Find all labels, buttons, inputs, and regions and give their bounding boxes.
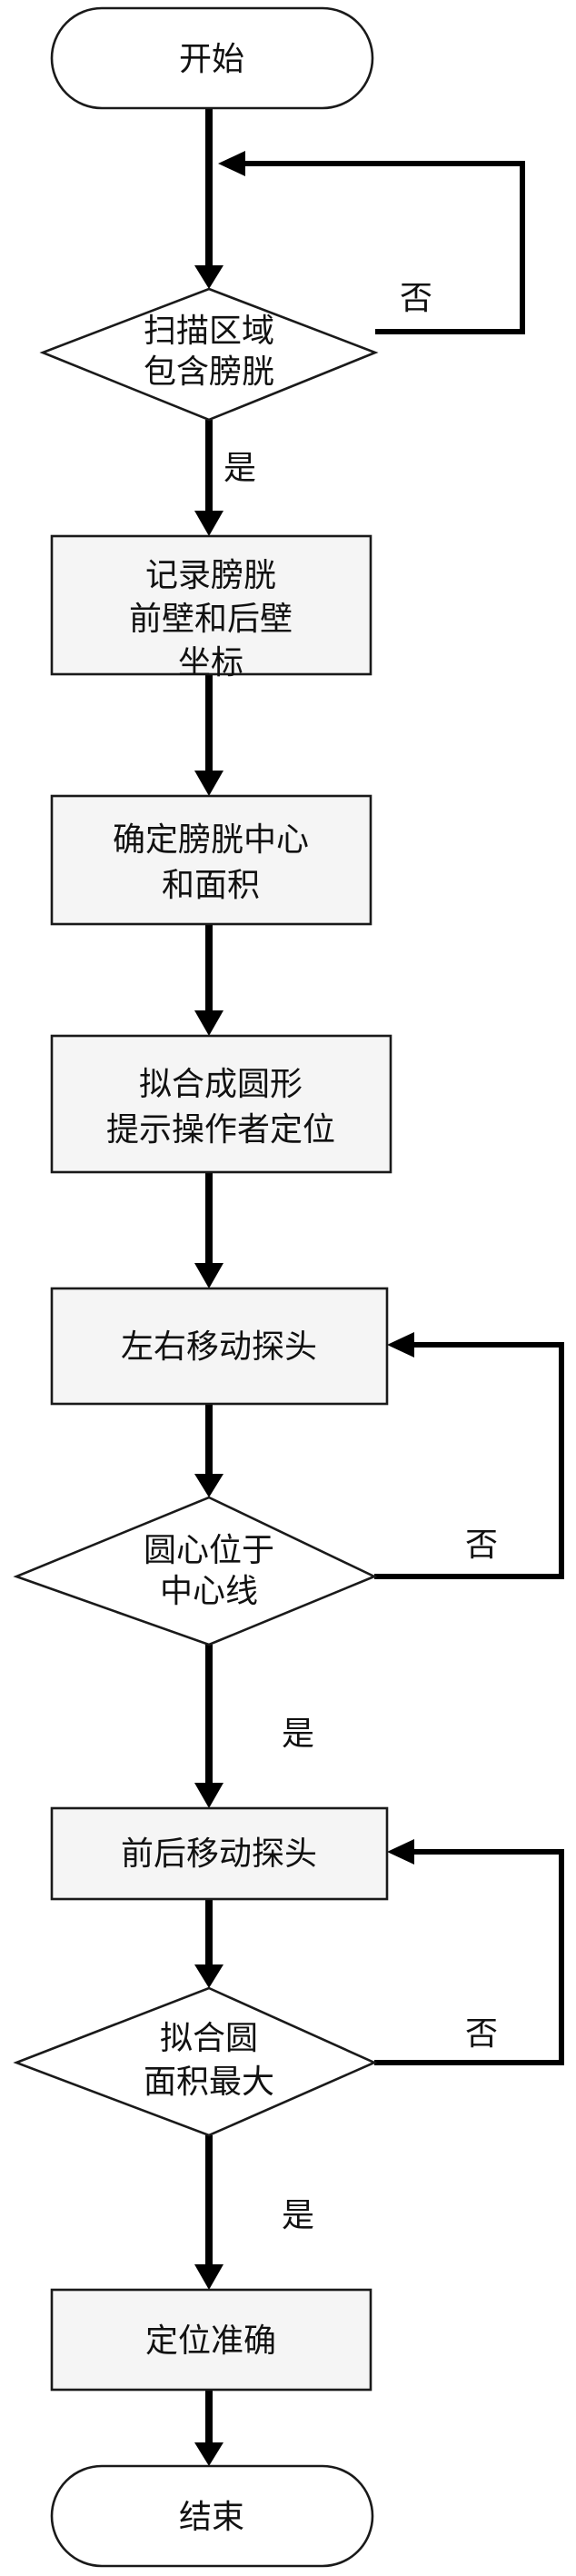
scan-check-node: 扫描区域 包含膀胱: [43, 289, 375, 420]
scan-yes-label: 是: [223, 450, 256, 487]
loop-scan-no: [238, 164, 522, 332]
center-check-node: 圆心位于 中心线: [16, 1497, 374, 1645]
area-check-label-1: 拟合圆: [160, 2020, 258, 2057]
record-label-1: 记录膀胱: [145, 557, 276, 594]
fit-circle-label-2: 提示操作者定位: [106, 1111, 335, 1149]
center-no-label: 否: [465, 1527, 498, 1564]
start-label: 开始: [179, 41, 244, 78]
start-node: 开始: [52, 8, 372, 108]
arrow-into-center-area: [194, 771, 223, 796]
fit-circle-node: 拟合成圆形 提示操作者定位: [52, 1036, 391, 1172]
end-node: 结束: [52, 2466, 372, 2566]
arrow-into-scan: [194, 265, 223, 289]
arrow-into-move-lr: [194, 1263, 223, 1288]
arrow-into-move-fb: [194, 1783, 223, 1808]
area-check-diamond: [16, 1988, 374, 2135]
center-yes-label: 是: [282, 1716, 314, 1753]
locate-ok-node: 定位准确: [52, 2290, 371, 2390]
arrow-into-area-check: [194, 1964, 223, 1988]
arrow-loop-area: [387, 1839, 414, 1865]
arrow-into-end: [194, 2442, 223, 2466]
area-no-label: 否: [465, 2015, 498, 2053]
center-area-box: [52, 796, 371, 924]
fit-circle-label-1: 拟合成圆形: [139, 1066, 303, 1103]
record-label-3: 坐标: [178, 644, 243, 681]
center-check-label-1: 圆心位于: [144, 1532, 274, 1569]
fit-circle-box: [52, 1036, 391, 1172]
scan-no-label: 否: [400, 280, 432, 317]
move-lr-label: 左右移动探头: [121, 1328, 317, 1366]
end-label: 结束: [179, 2499, 244, 2536]
move-fb-node: 前后移动探头: [52, 1808, 387, 1899]
scan-check-label-1: 扫描区域: [144, 313, 274, 350]
scan-check-label-2: 包含膀胱: [144, 353, 274, 391]
move-lr-node: 左右移动探头: [52, 1288, 387, 1404]
arrow-into-center-check: [194, 1474, 223, 1497]
arrow-into-fit: [194, 1010, 223, 1036]
center-area-label-1: 确定膀胱中心: [113, 821, 309, 859]
arrow-loop-center: [387, 1332, 414, 1358]
record-node: 记录膀胱 前壁和后壁 坐标: [52, 536, 371, 681]
center-area-label-2: 和面积: [162, 867, 260, 904]
arrow-loop-scan: [218, 151, 245, 176]
center-area-node: 确定膀胱中心 和面积: [52, 796, 371, 924]
arrow-into-record: [194, 511, 223, 536]
area-check-node: 拟合圆 面积最大: [16, 1988, 374, 2135]
move-fb-label: 前后移动探头: [121, 1835, 317, 1873]
center-check-label-2: 中心线: [160, 1573, 258, 1610]
area-check-label-2: 面积最大: [144, 2064, 274, 2101]
arrow-into-locate: [194, 2264, 223, 2290]
area-yes-label: 是: [282, 2197, 314, 2234]
center-check-diamond: [16, 1497, 374, 1645]
locate-ok-label: 定位准确: [145, 2322, 276, 2360]
record-label-2: 前壁和后壁: [129, 601, 293, 638]
